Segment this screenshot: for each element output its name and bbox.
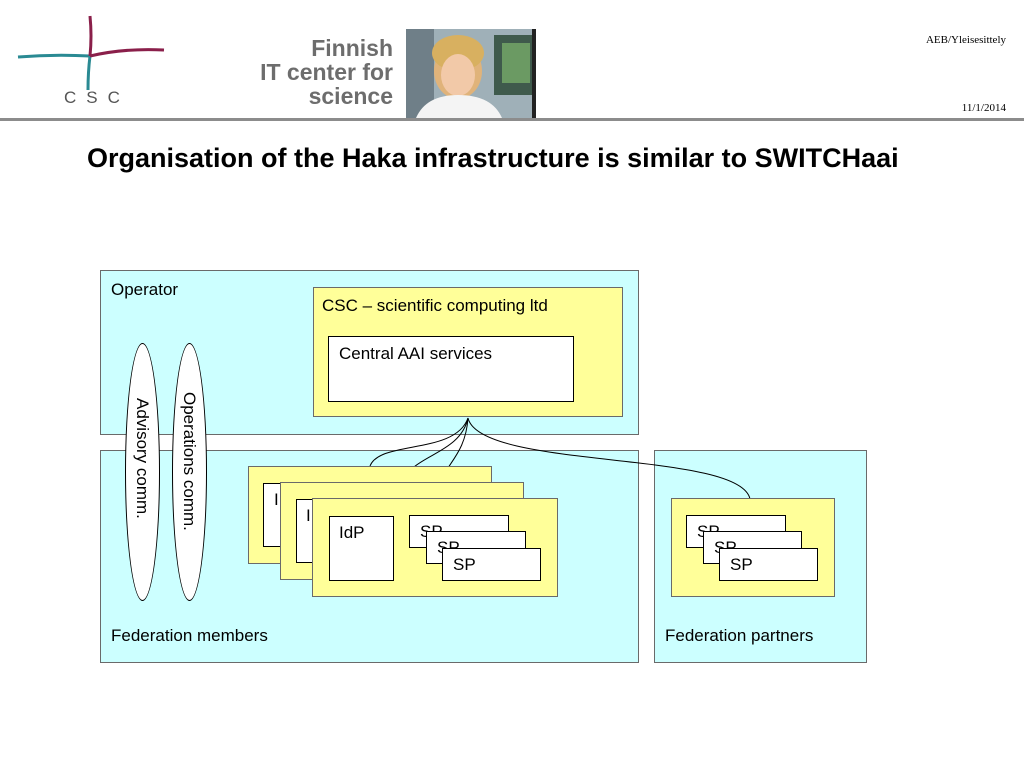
central-aai-label: Central AAI services	[339, 344, 493, 363]
banner-text: Finnish IT center for science	[228, 36, 393, 108]
csc-label: CSC – scientific computing ltd	[322, 296, 548, 315]
slide-title: Organisation of the Haka infrastructure …	[87, 143, 899, 173]
slide-date: 11/1/2014	[961, 102, 1006, 114]
partner-sp-label-3: SP	[730, 555, 753, 574]
member-sp-box-3	[442, 548, 541, 581]
csc-logo-graphic	[17, 15, 165, 91]
partner-sp-box-3	[719, 548, 818, 581]
banner-line-2: IT center for	[260, 59, 393, 85]
operator-label: Operator	[111, 280, 179, 299]
idp-label-1: I	[274, 490, 279, 509]
central-aai-box	[328, 336, 574, 402]
logo-text: CSC	[64, 88, 130, 107]
idp-label-2: I	[306, 506, 311, 525]
advisory-committee-label: Advisory comm.	[133, 398, 152, 519]
presentation-name: AEB/Yleisesittely	[925, 34, 1006, 46]
federation-members-label: Federation members	[111, 626, 268, 645]
header-rule	[0, 118, 1024, 121]
banner-line-1: Finnish	[311, 35, 393, 61]
idp-label-3: IdP	[339, 523, 365, 542]
member-sp-label-3: SP	[453, 555, 476, 574]
scientist-photo-image	[406, 29, 536, 118]
operations-committee-label: Operations comm.	[180, 392, 199, 531]
banner-line-3: science	[308, 83, 393, 109]
operations-committee-oval	[172, 343, 207, 601]
federation-partners-label: Federation partners	[665, 626, 814, 645]
idp-box-3	[329, 516, 394, 581]
csc-logo: CSC	[14, 12, 169, 112]
advisory-committee-oval	[125, 343, 160, 601]
banner-photo	[406, 29, 536, 118]
